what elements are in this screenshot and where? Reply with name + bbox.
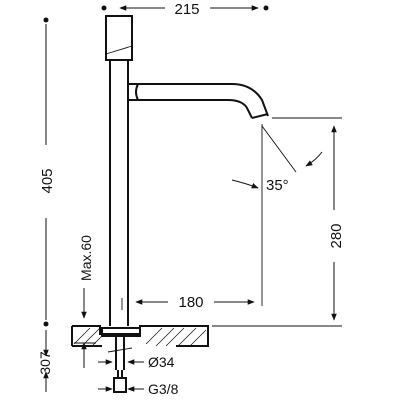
dim-label-below-deck: 307 (37, 351, 53, 375)
dim-endpoint-dot (101, 5, 107, 11)
dim-hose-diameter: Ø34 (98, 354, 175, 370)
dim-label-height: 405 (39, 168, 56, 193)
dim-spout-reach: 180 (121, 124, 263, 311)
dim-endpoint-dot (263, 5, 269, 11)
dim-label-reach: 180 (178, 294, 203, 311)
faucet-body (105, 15, 269, 326)
dim-overall-height: 405 (39, 17, 56, 327)
dim-label-diameter: Ø34 (148, 354, 175, 370)
lever-handle (105, 15, 133, 61)
deck-section (71, 325, 209, 393)
dim-label-max-deck: Max.60 (78, 235, 94, 281)
mounting-nut (101, 327, 141, 337)
dim-endpoint-dot (43, 17, 49, 23)
dim-thread: G3/8 (98, 381, 179, 397)
dim-label-thread: G3/8 (148, 381, 179, 397)
dim-spout-height: 280 (212, 117, 345, 327)
hose-connector (113, 377, 127, 393)
dim-below-deck: 307 (37, 330, 53, 392)
dim-spout-angle: 35° (231, 125, 323, 194)
dim-endpoint-dot (43, 321, 49, 327)
dim-label-spout-height: 280 (328, 223, 345, 248)
dim-label-angle: 35° (266, 177, 289, 194)
dim-max-deck: Max.60 (74, 235, 96, 368)
spout (138, 83, 269, 117)
dim-overall-width: 215 (101, 1, 269, 18)
dim-label-width: 215 (174, 1, 199, 18)
